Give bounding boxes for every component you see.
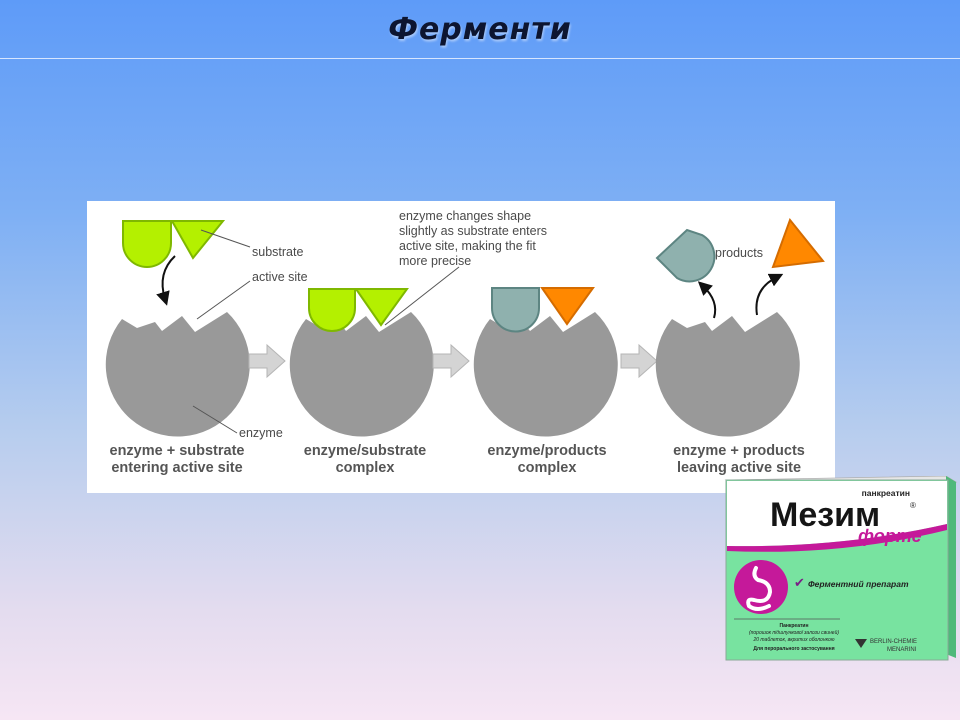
package-subtitle: панкреатин: [862, 488, 910, 498]
note-line-3: active site, making the fit: [399, 239, 536, 253]
substrate-semicircle-2: [308, 288, 356, 332]
active-site-label: active site: [252, 270, 308, 284]
step-2-caption-line1: enzyme/substrate: [304, 443, 427, 459]
package-white-band: [727, 481, 947, 547]
package-variant: форте: [858, 526, 922, 546]
product-triangle-4: [771, 217, 825, 269]
enzyme-shape-4: [655, 312, 800, 437]
step-3-caption-line2: complex: [518, 460, 577, 476]
substrate-triangle-1: [170, 220, 226, 260]
package-svg: панкреатин Мезим ® форте ✔ Ферментний пр…: [724, 476, 958, 661]
process-arrow-3: [620, 343, 658, 379]
stomach-icon: [734, 560, 788, 614]
step-3-caption-line1: enzyme/products: [487, 443, 606, 459]
enzyme-shape-2: [289, 312, 434, 437]
package-info-line-1: Панкреатин: [779, 623, 808, 629]
package-info-line-4: Для перорального застосування: [753, 646, 834, 652]
claim-check-icon: ✔: [794, 575, 805, 590]
maker-line-1: BERLIN-CHEMIE: [870, 639, 917, 645]
product-triangle-3: [540, 287, 595, 326]
step-1-caption-line2: entering active site: [111, 460, 242, 476]
package-registered-mark: ®: [910, 501, 916, 510]
substrate-label: substrate: [252, 245, 303, 259]
mezim-forte-package: панкреатин Мезим ® форте ✔ Ферментний пр…: [722, 476, 958, 662]
product-semicircle-3: [491, 287, 540, 333]
step-2-caption-line2: complex: [336, 460, 395, 476]
process-arrow-2: [432, 343, 470, 379]
maker-logo-icon: [855, 639, 867, 648]
package-brand: Мезим: [770, 496, 880, 534]
entry-arrow: [156, 255, 176, 306]
enzyme-diagram: substrate active site enzyme enzyme chan…: [87, 201, 835, 493]
step-1-caption-line1: enzyme + substrate: [110, 443, 245, 459]
product-drop-4: [655, 228, 716, 283]
package-info-line-2: (порошок підшлункової залози свиней): [749, 629, 839, 636]
step-4-caption-line2: leaving active site: [677, 460, 801, 476]
note-line-2: slightly as substrate enters: [399, 224, 547, 238]
active-site-leader: [196, 280, 251, 320]
note-line-1: enzyme changes shape: [399, 209, 531, 223]
substrate-triangle-2: [354, 288, 409, 327]
package-claim: Ферментний препарат: [808, 579, 909, 589]
enzyme-label: enzyme: [239, 426, 283, 440]
exit-arrow-left: [697, 281, 717, 319]
substrate-semicircle-1: [122, 220, 172, 268]
enzyme-shape-3: [473, 312, 618, 437]
title-divider: [0, 58, 960, 59]
package-info-line-3: 20 таблеток, вкритих оболонкою: [752, 637, 834, 643]
package-swoosh: [727, 524, 947, 552]
stomach-shape: [746, 566, 773, 611]
substrate-leader: [200, 229, 251, 248]
products-label: products: [715, 246, 763, 260]
enzyme-diagram-svg: substrate active site enzyme enzyme chan…: [105, 209, 825, 476]
slide-title: Ферменти: [388, 12, 572, 47]
process-arrow-1: [248, 343, 286, 379]
maker-line-2: MENARINI: [887, 647, 917, 653]
exit-arrow-right: [755, 273, 784, 316]
step-4-caption-line1: enzyme + products: [673, 443, 805, 459]
note-line-4: more precise: [399, 254, 471, 268]
enzyme-shape-1: [105, 312, 250, 437]
enzyme-leader: [192, 405, 238, 434]
note-leader: [384, 266, 460, 326]
